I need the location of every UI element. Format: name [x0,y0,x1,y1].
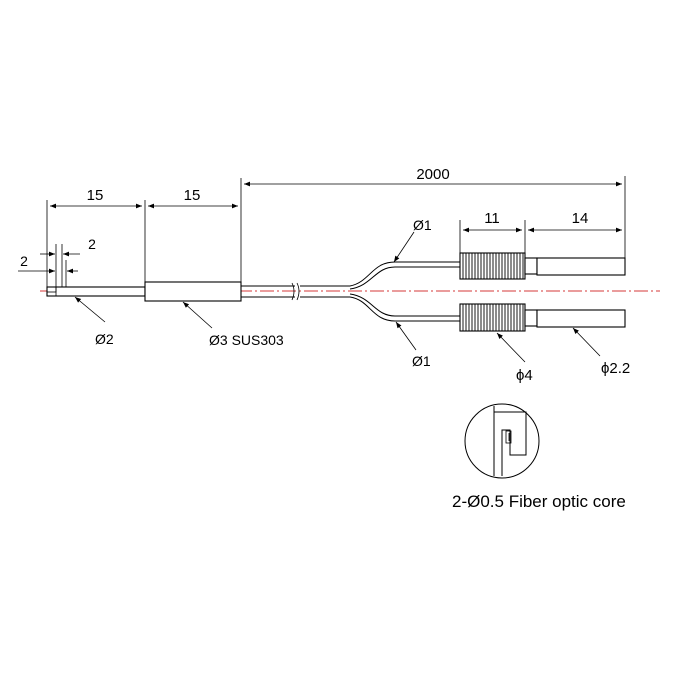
branch-top [349,261,460,290]
dim-cable-length-label: 2000 [416,166,449,183]
probe-tip [46,286,146,297]
leader-connector-dia: ϕ4 [496,332,533,384]
connector-top [459,252,626,280]
detail-view-fiber-core [464,403,540,479]
leader-branch-top: Ø1 [393,217,432,263]
fiber-core-caption: 2-Ø0.5 Fiber optic core [452,492,626,511]
leader-sleeve-spec: Ø3 SUS303 [182,301,284,348]
tip-dia-label: Ø2 [95,331,114,347]
connector-bottom [459,303,626,332]
dim-tip-length: 15 [46,187,146,287]
dim-tip-gap: 2 2 [18,236,96,287]
dim-tip-gap-left-label: 2 [20,253,28,269]
branch-dia-bottom-label: Ø1 [412,353,431,369]
cable-dia-label: ϕ2.2 [601,360,630,377]
dim-connector-length-label: 11 [484,210,500,227]
leader-cable-dia: ϕ2.2 [572,327,630,377]
sleeve [144,281,242,302]
sleeve-spec-label: Ø3 SUS303 [209,332,284,348]
dim-tip-gap-right-label: 2 [88,236,96,252]
dim-sleeve-length: 15 [148,178,242,282]
cable-main [241,282,350,301]
dim-cable-end-length: 14 [528,210,622,233]
leader-branch-bottom: Ø1 [395,321,431,369]
branch-dia-top-label: Ø1 [413,217,432,233]
dim-cable-length: 2000 [244,166,626,258]
connector-dia-label: ϕ4 [516,367,533,384]
dim-tip-length-label: 15 [87,187,104,204]
dim-cable-end-length-label: 14 [572,210,589,227]
dim-sleeve-length-label: 15 [184,187,201,204]
branch-bottom [349,293,460,322]
leader-tip-dia: Ø2 [74,296,114,347]
dim-connector-length: 11 [459,210,526,253]
